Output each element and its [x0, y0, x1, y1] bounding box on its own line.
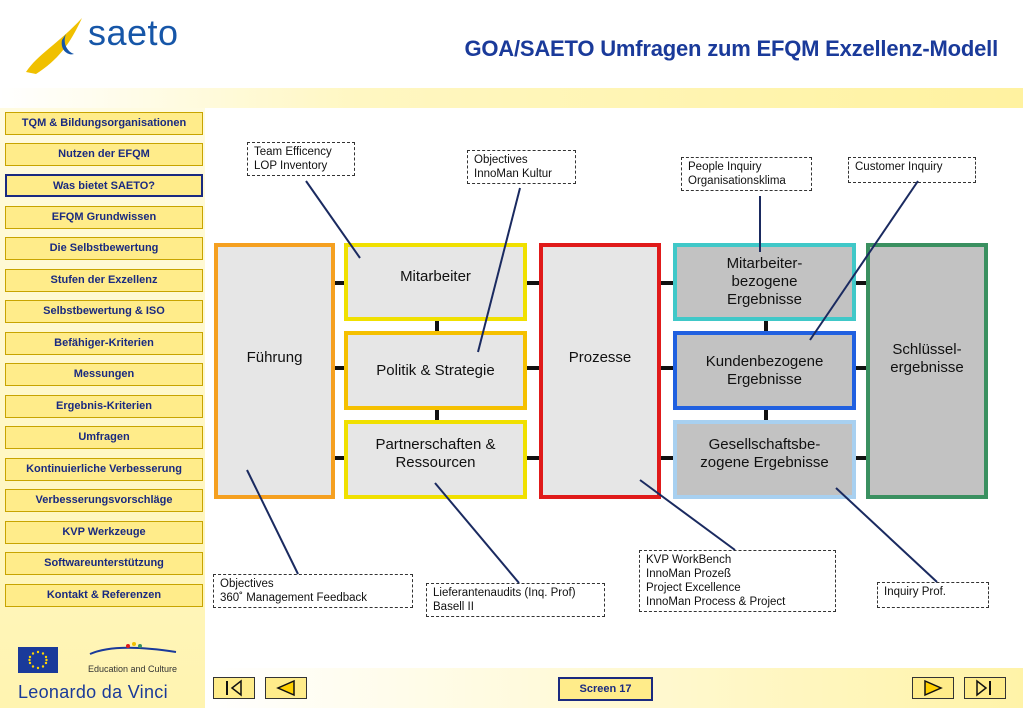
skip-last-icon [976, 679, 991, 697]
note-objectives-360: Objectives 360˚ Management Feedback [213, 574, 413, 608]
sidebar-item[interactable]: EFQM Grundwissen [5, 206, 203, 229]
next-screen-button[interactable] [912, 677, 954, 699]
skip-first-icon [226, 679, 242, 697]
schluessel-ergebnisse-box: Schlüssel-ergebnisse [866, 243, 988, 499]
sidebar-item[interactable]: Ergebnis-Kriterien [5, 395, 203, 418]
logo-text: saeto [88, 12, 179, 53]
mitarbeiter-box: Mitarbeiter [344, 243, 527, 321]
screen-indicator: Screen 17 [558, 677, 653, 701]
note-line: Objectives [220, 578, 274, 590]
note-line: Customer Inquiry [855, 161, 943, 173]
note-line: 360˚ Management Feedback [220, 592, 368, 604]
note-line: Lieferantenaudits (Inq. Prof) [433, 587, 576, 599]
sidebar-item[interactable]: KVP Werkzeuge [5, 521, 203, 544]
note-objectives-kultur: Objectives InnoMan Kultur [467, 150, 576, 184]
first-screen-button[interactable] [213, 677, 255, 699]
politik-strategie-box: Politik & Strategie [344, 331, 527, 410]
note-customer: Customer Inquiry [848, 157, 976, 183]
saeto-logo [18, 14, 193, 78]
note-line: Inquiry Prof. [884, 586, 946, 598]
note-line: Team Efficency [254, 146, 332, 158]
gesellschaft-ergebnisse-label: Gesellschaftsbe-zogene Ergebnisse [700, 435, 829, 471]
sidebar-item[interactable]: Messungen [5, 363, 203, 386]
sidebar-item[interactable]: Softwareunterstützung [5, 552, 203, 575]
mitarbeiter-ergebnisse-box: Mitarbeiter-bezogene Ergebnisse [673, 243, 856, 321]
gesellschaft-ergebnisse-box: Gesellschaftsbe-zogene Ergebnisse [673, 420, 856, 499]
mitarbeiter-label: Mitarbeiter [400, 268, 471, 285]
fuehrung-label: Führung [246, 349, 303, 366]
partnerschaften-label: Partnerschaften & Ressourcen [375, 435, 496, 471]
sidebar-item[interactable]: Verbesserungsvorschläge [5, 489, 203, 512]
kunden-ergebnisse-box: Kundenbezogene Ergebnisse [673, 331, 856, 410]
schluessel-ergebnisse-label: Schlüssel-ergebnisse [890, 341, 964, 376]
sidebar-item[interactable]: TQM & Bildungsorganisationen [5, 112, 203, 135]
sidebar-item[interactable]: Umfragen [5, 426, 203, 449]
note-team: Team Efficency LOP Inventory [247, 142, 355, 176]
fuehrung-box: Führung [214, 243, 335, 499]
sidebar-item[interactable]: Kontakt & Referenzen [5, 584, 203, 607]
sidebar-item[interactable]: Die Selbstbewertung [5, 237, 203, 260]
education-culture-logo-icon [88, 640, 178, 664]
eu-flag-icon [18, 647, 58, 673]
page-title: GOA/SAETO Umfragen zum EFQM Exzellenz-Mo… [464, 36, 998, 61]
header-band [0, 88, 1023, 108]
eu-caption: Education and Culture [88, 664, 178, 674]
note-line: Basell II [433, 601, 474, 613]
note-line: Objectives [474, 154, 528, 166]
sidebar-item[interactable]: Kontinuierliche Verbesserung [5, 458, 203, 481]
partnerschaften-box: Partnerschaften & Ressourcen [344, 420, 527, 499]
note-line: InnoMan Prozeß [646, 568, 732, 580]
politik-strategie-label: Politik & Strategie [376, 361, 495, 379]
note-line: LOP Inventory [254, 160, 328, 172]
prozesse-label: Prozesse [568, 349, 632, 366]
note-kvp: KVP WorkBench InnoMan Prozeß Project Exc… [639, 550, 836, 612]
sidebar-item[interactable]: Selbstbewertung & ISO [5, 300, 203, 323]
program-name: Leonardo da Vinci [18, 682, 168, 702]
note-line: KVP WorkBench [646, 554, 732, 566]
arrow-left-icon [276, 679, 295, 697]
sidebar-item[interactable]: Was bietet SAETO? [5, 174, 203, 197]
sidebar-item[interactable]: Stufen der Exzellenz [5, 269, 203, 292]
note-line: InnoMan Kultur [474, 168, 552, 180]
note-line: Project Excellence [646, 582, 741, 594]
note-line: Organisationsklima [688, 175, 786, 187]
note-lieferanten: Lieferantenaudits (Inq. Prof) Basell II [426, 583, 605, 617]
note-line: People Inquiry [688, 161, 762, 173]
saeto-swoosh-icon [26, 18, 82, 74]
mitarbeiter-ergebnisse-label: Mitarbeiter-bezogene Ergebnisse [726, 255, 803, 308]
previous-screen-button[interactable] [265, 677, 307, 699]
note-line: InnoMan Process & Project [646, 596, 786, 608]
kunden-ergebnisse-label: Kundenbezogene Ergebnisse [705, 352, 824, 388]
last-screen-button[interactable] [964, 677, 1006, 699]
arrow-right-icon [924, 679, 943, 697]
sidebar-item[interactable]: Befähiger-Kriterien [5, 332, 203, 355]
prozesse-box: Prozesse [539, 243, 661, 499]
sidebar-item[interactable]: Nutzen der EFQM [5, 143, 203, 166]
note-inquiry-prof: Inquiry Prof. [877, 582, 989, 608]
note-people: People Inquiry Organisationsklima [681, 157, 812, 191]
